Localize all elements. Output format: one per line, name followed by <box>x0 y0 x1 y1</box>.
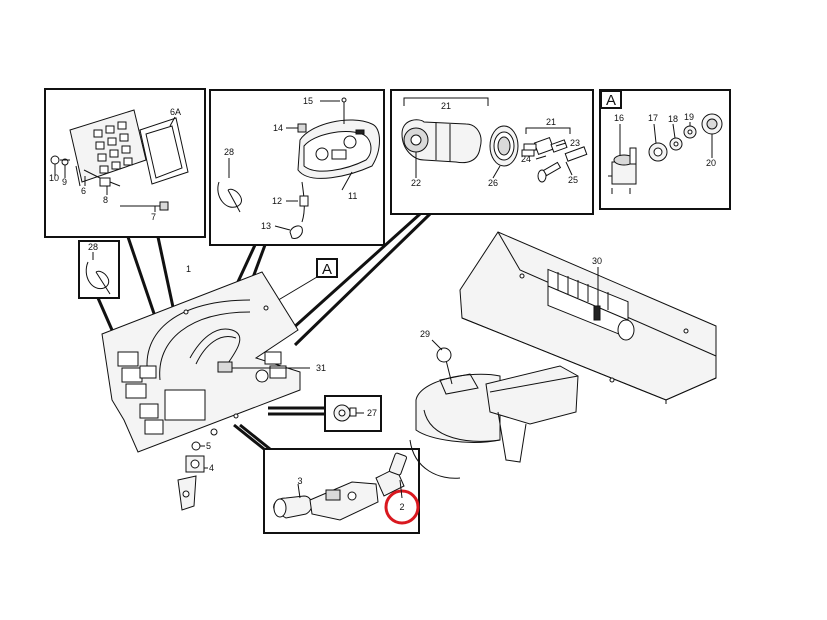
label-15: 15 <box>303 96 313 106</box>
cable-tie-28 <box>85 261 111 295</box>
label-17: 17 <box>648 113 658 123</box>
switch-parts-4-5 <box>177 441 208 511</box>
label-25: 25 <box>568 175 578 185</box>
label-30: 30 <box>592 256 602 266</box>
label-14: 14 <box>273 123 283 133</box>
label-20: 20 <box>706 158 716 168</box>
label-22: 22 <box>411 178 421 188</box>
label-6: 6 <box>81 186 86 196</box>
label-19: 19 <box>684 112 694 122</box>
label-16: 16 <box>614 113 624 123</box>
label-28-cluster: 28 <box>224 147 234 157</box>
label-5: 5 <box>206 441 211 451</box>
label-13: 13 <box>261 221 271 231</box>
switch-assembly-2-3 <box>273 452 407 521</box>
view-a-assembly <box>608 113 723 194</box>
label-8: 8 <box>103 195 108 205</box>
dash-panel <box>101 271 301 453</box>
label-10: 10 <box>49 173 59 183</box>
label-24: 24 <box>521 154 531 164</box>
label-1: 1 <box>186 264 191 274</box>
detail-box-ignition <box>390 89 594 215</box>
keypad-buttons <box>93 121 133 174</box>
keypad-assembly <box>50 109 189 211</box>
label-12: 12 <box>272 196 282 206</box>
label-3: 3 <box>297 476 302 486</box>
cab-interior <box>409 231 717 479</box>
label-2: 2 <box>399 502 404 512</box>
view-marker-a-main-text: A <box>322 261 332 278</box>
highlight-circle-part-2 <box>384 489 420 525</box>
label-28-tie: 28 <box>88 242 98 252</box>
label-11: 11 <box>348 191 357 201</box>
view-marker-a-detail-text: A <box>606 92 616 109</box>
view-marker-a-detail: A <box>600 90 622 109</box>
label-27: 27 <box>367 408 377 418</box>
label-31: 31 <box>316 363 326 373</box>
label-leaders <box>54 97 713 499</box>
detail-box-view-a <box>599 89 731 210</box>
label-26: 26 <box>488 178 498 188</box>
detail-box-cluster <box>209 89 385 246</box>
label-6a: 6A <box>170 107 181 117</box>
label-29: 29 <box>420 329 430 339</box>
detail-box-keypad <box>44 88 206 238</box>
detail-box-tie-28 <box>78 240 120 299</box>
label-21-right: 21 <box>546 117 556 127</box>
ignition-assembly <box>401 119 588 183</box>
label-23: 23 <box>570 138 580 148</box>
label-21-left: 21 <box>441 101 451 111</box>
part-labels: 1 2 3 4 5 6 6A 7 8 9 10 11 12 13 14 15 1… <box>49 96 716 512</box>
label-18: 18 <box>668 114 678 124</box>
label-4: 4 <box>209 463 214 473</box>
detail-box-switch-2 <box>263 448 420 534</box>
label-7: 7 <box>151 212 156 222</box>
instrument-cluster <box>217 97 380 239</box>
part-27 <box>333 404 357 422</box>
view-marker-a-main: A <box>316 258 338 278</box>
label-9: 9 <box>62 177 67 187</box>
